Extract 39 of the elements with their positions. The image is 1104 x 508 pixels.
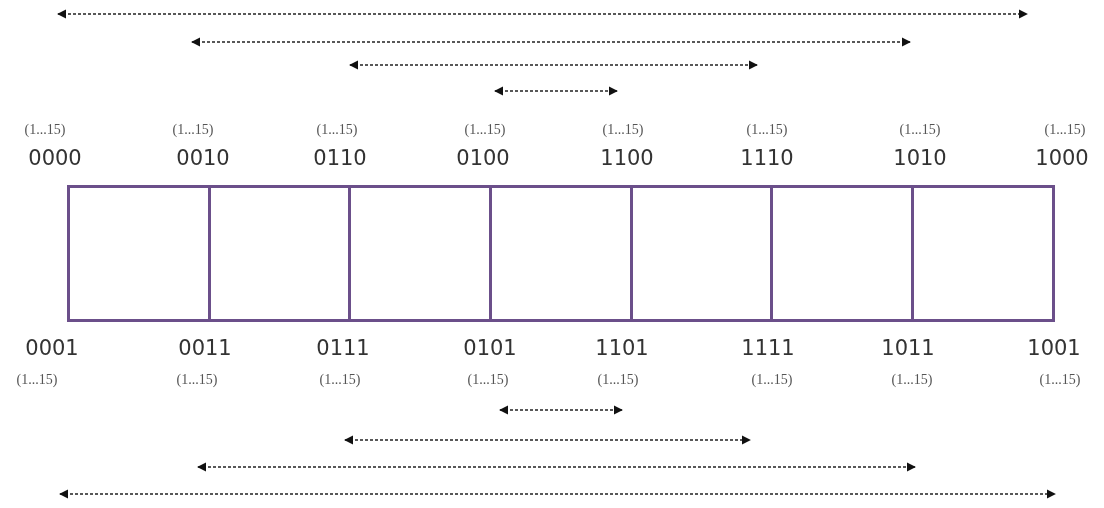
range-label: (1...15) [899, 123, 941, 137]
range-label: (1...15) [1039, 373, 1081, 387]
code-label: 0000 [28, 147, 82, 169]
range-label: (1...15) [16, 373, 58, 387]
code-label: 0111 [316, 337, 370, 359]
cell-box [630, 185, 773, 322]
range-label: (1...15) [597, 373, 639, 387]
code-label: 1011 [881, 337, 935, 359]
code-label: 0110 [313, 147, 367, 169]
range-label: (1...15) [602, 123, 644, 137]
range-label: (1...15) [316, 123, 358, 137]
code-label: 1000 [1035, 147, 1089, 169]
code-label: 0010 [176, 147, 230, 169]
range-label: (1...15) [891, 373, 933, 387]
range-label: (1...15) [1044, 123, 1086, 137]
cell-box [911, 185, 1055, 322]
range-label: (1...15) [176, 373, 218, 387]
cell-box [208, 185, 351, 322]
range-label: (1...15) [172, 123, 214, 137]
code-label: 1010 [893, 147, 947, 169]
code-label: 1001 [1027, 337, 1081, 359]
range-label: (1...15) [467, 373, 509, 387]
code-label: 0101 [463, 337, 517, 359]
code-label: 1111 [741, 337, 795, 359]
cell-box [67, 185, 211, 322]
range-label: (1...15) [746, 123, 788, 137]
code-label: 1110 [740, 147, 794, 169]
range-label: (1...15) [24, 123, 66, 137]
cell-box [770, 185, 914, 322]
code-label: 0100 [456, 147, 510, 169]
code-label: 1101 [595, 337, 649, 359]
cell-box [489, 185, 633, 322]
code-label: 0011 [178, 337, 232, 359]
range-label: (1...15) [319, 373, 361, 387]
code-label: 0001 [25, 337, 79, 359]
range-label: (1...15) [751, 373, 793, 387]
code-label: 1100 [600, 147, 654, 169]
cell-box [348, 185, 492, 322]
range-label: (1...15) [464, 123, 506, 137]
